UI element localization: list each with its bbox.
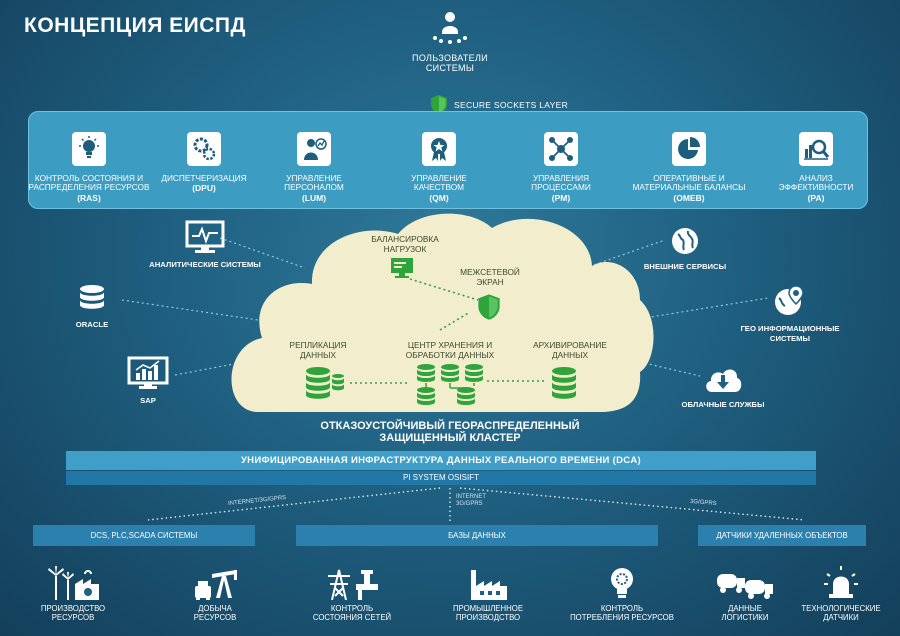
trucks-icon — [717, 574, 773, 599]
network-nodes-icon — [549, 137, 573, 161]
replication-database-icon — [306, 367, 344, 399]
cloud-services[interactable]: ОБЛАЧНЫЕ СЛУЖБЫ — [668, 364, 778, 410]
page-title: КОНЦЕПЦИЯ ЕИСПД — [24, 14, 246, 37]
users-icon — [433, 12, 467, 44]
shield-icon — [431, 95, 447, 114]
archive-database-icon — [552, 367, 576, 399]
gears-icon — [193, 137, 216, 161]
ssl-label: SECURE SOCKETS LAYER — [454, 99, 569, 110]
firewall-shield-icon — [478, 294, 500, 320]
category-databases[interactable]: БАЗЫ ДАННЫХ — [296, 525, 658, 546]
category-dcs-scada[interactable]: DCS, PLC,SCADA СИСТЕМЫ — [33, 525, 255, 546]
users-label: ПОЛЬЗОВАТЕЛИ СИСТЕМЫ — [412, 53, 488, 73]
monitor-pulse-icon — [185, 220, 225, 253]
person-chart-icon — [304, 138, 327, 160]
system-users: ПОЛЬЗОВАТЕЛИ СИСТЕМЫ — [400, 10, 500, 73]
bar-chart-monitor-icon — [127, 356, 169, 389]
lightbulb-icon — [611, 568, 633, 598]
sap-system[interactable]: SAP — [118, 356, 178, 406]
data-center-databases-icon — [417, 364, 483, 405]
analytics-systems[interactable]: АНАЛИТИЧЕСКИЕ СИСТЕМЫ — [130, 220, 280, 270]
geo-pin-icon — [775, 285, 804, 315]
ssl-badge: SECURE SOCKETS LAYER — [430, 94, 568, 115]
factory-icon — [471, 570, 507, 600]
quality-medal-icon — [431, 138, 447, 161]
cloud-download-icon — [706, 369, 742, 392]
module-dpu[interactable]: ДИСПЕТЧЕРИЗАЦИЯ (DPU) — [139, 132, 269, 193]
category-remote-sensors[interactable]: ДАТЧИКИ УДАЛЕННЫХ ОБЪЕКТОВ — [698, 525, 866, 546]
cloud-shape — [231, 213, 654, 412]
power-plant-icon — [48, 566, 99, 600]
database-icon — [80, 285, 104, 309]
power-tower-icon — [328, 569, 378, 600]
dca-bar: УНИФИЦИРОВАННАЯ ИНФРАСТРУКТУРА ДАННЫХ РЕ… — [66, 451, 816, 470]
pie-chart-icon — [678, 137, 700, 159]
alarm-light-icon — [824, 566, 858, 598]
load-balancer-server-icon — [391, 258, 413, 278]
cluster-title: ОТКАЗОУСТОЙЧИВЫЙ ГЕОРАСПРЕДЕЛЕННЫЙ ЗАЩИЩ… — [320, 420, 580, 444]
globe-icon — [672, 228, 698, 254]
external-services[interactable]: ВНЕШНИЕ СЕРВИСЫ — [630, 226, 740, 272]
analytics-magnifier-icon — [804, 139, 830, 160]
pi-system-bar: PI SYSTEM OSISIFT — [66, 471, 816, 485]
lightbulb-gear-icon — [79, 136, 99, 158]
oracle-system[interactable]: ORACLE — [60, 284, 124, 330]
oil-pump-icon — [195, 570, 237, 600]
